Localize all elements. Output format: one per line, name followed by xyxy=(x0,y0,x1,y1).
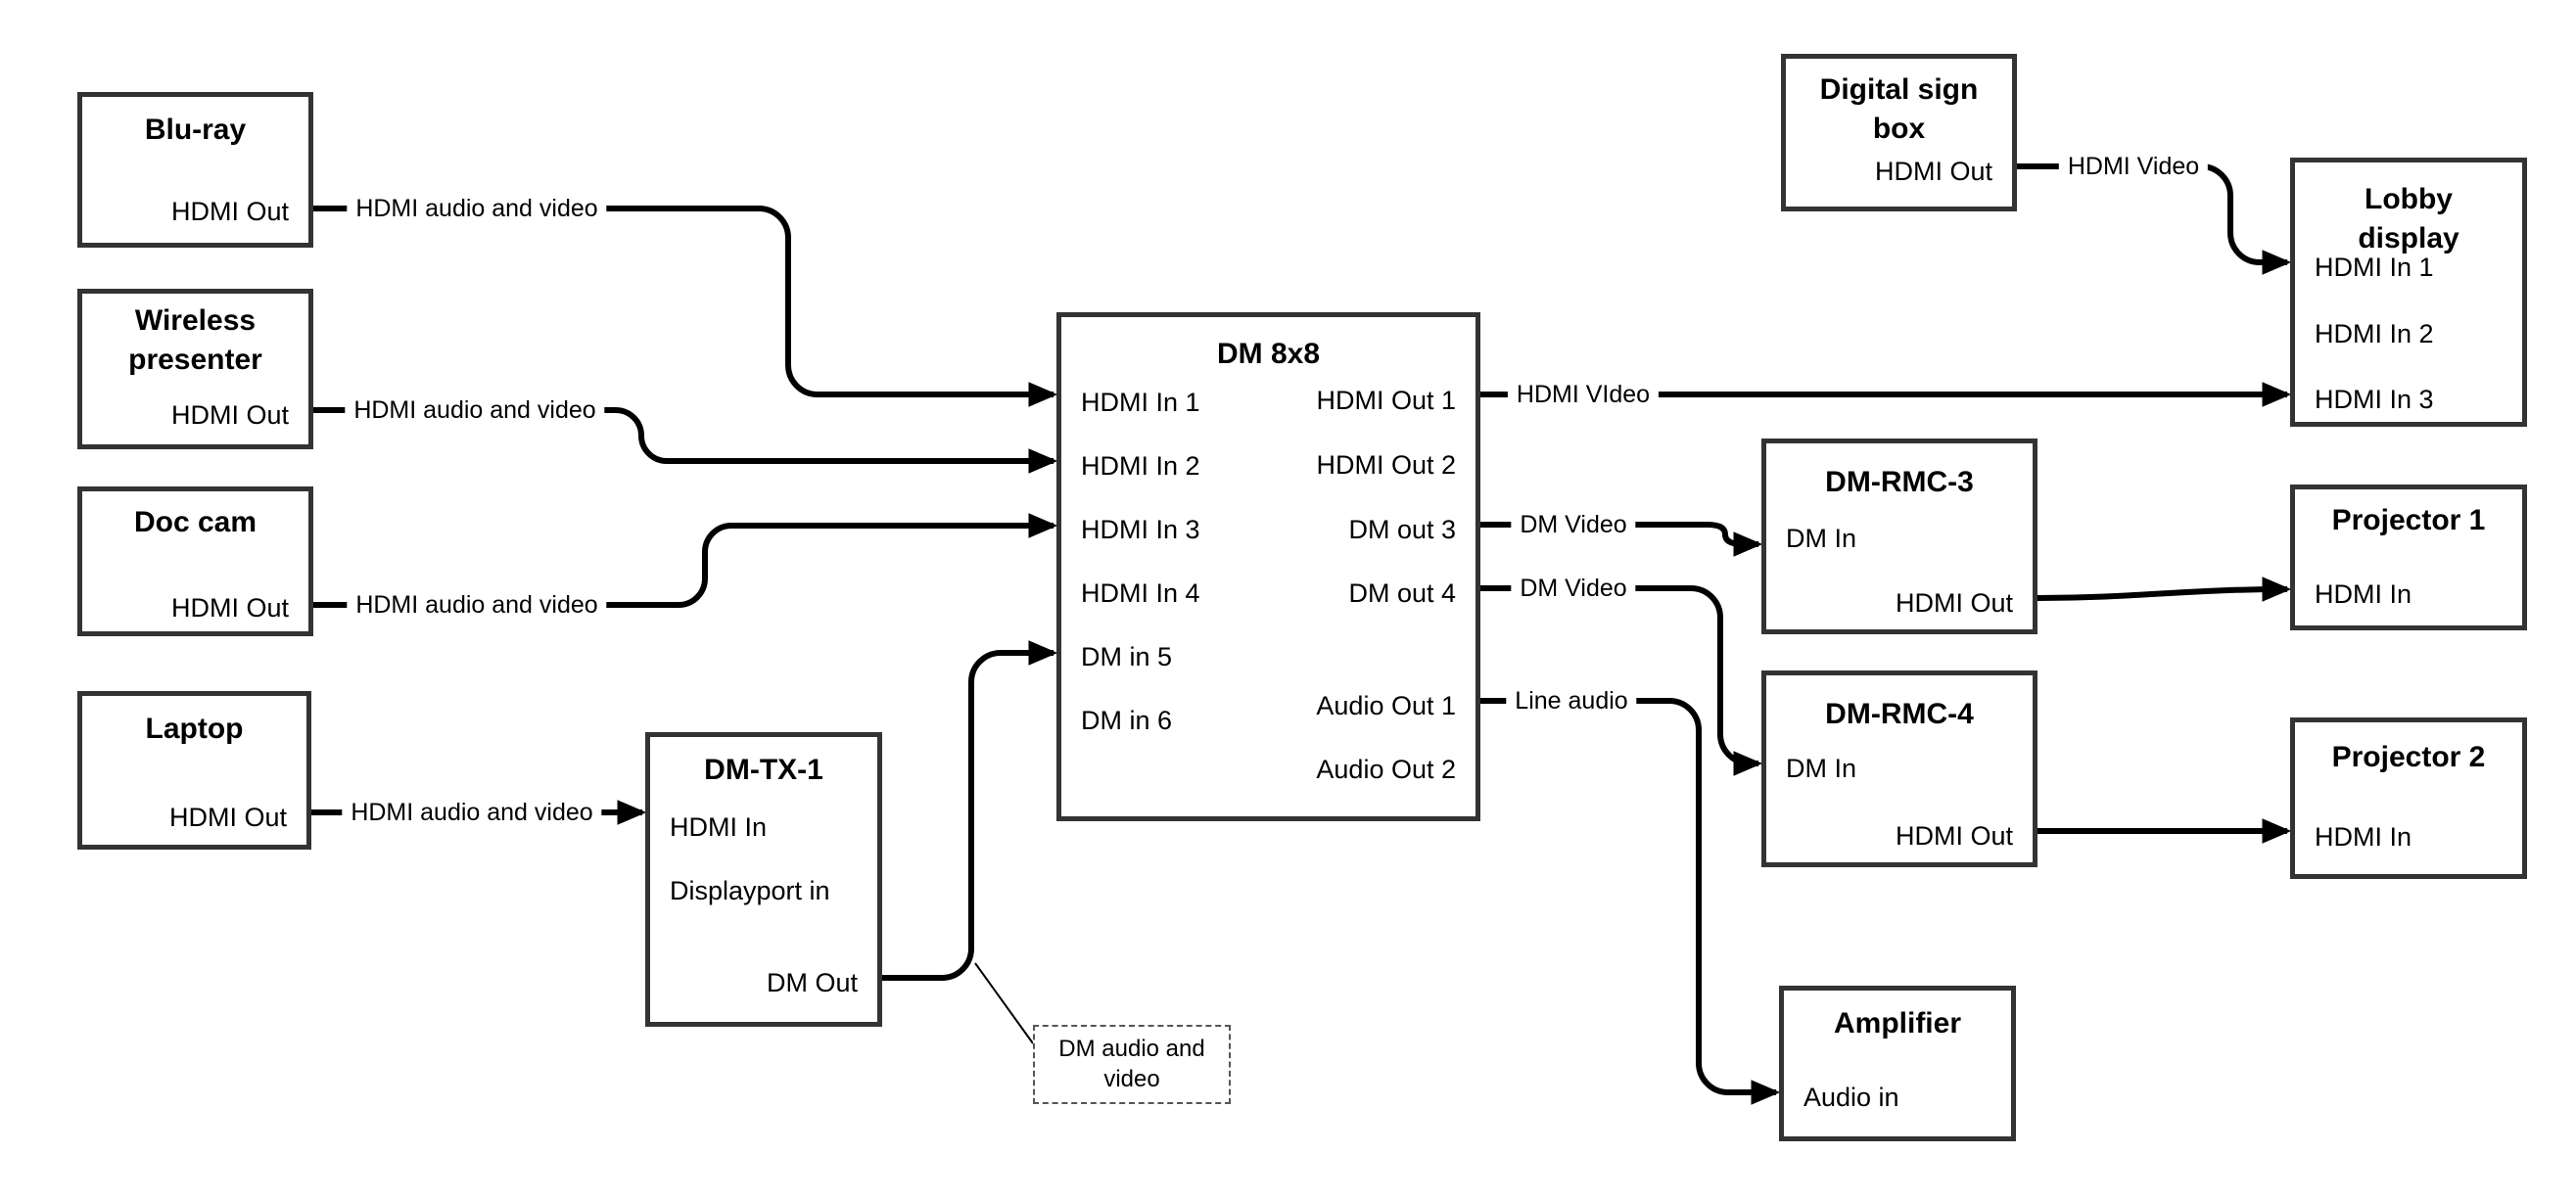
wire-label-hdmi-audio-video-doccam: HDMI audio and video xyxy=(347,589,607,621)
node-title: Digital sign box xyxy=(1819,73,1979,145)
port-audio-in: Audio in xyxy=(1803,1083,1899,1112)
node-laptop: Laptop HDMI Out xyxy=(77,691,311,850)
port-dm-in: DM In xyxy=(1786,754,1857,783)
port-hdmi-out: HDMI Out xyxy=(1895,588,2013,618)
wire-dm8x8-dmout4-to-rmc4-dmin xyxy=(1480,585,1763,776)
wire-dm8x8-audioout1-to-amplifier xyxy=(1480,698,1781,1105)
port-displayport-in: Displayport in xyxy=(670,876,830,905)
wire-wireless-to-dm8x8-in2 xyxy=(311,407,1058,474)
node-title: Doc cam xyxy=(133,506,258,538)
wire-label-hdmi-video-digitalsign: HDMI Video xyxy=(2058,151,2209,182)
wire-label-hdmi-audio-video-laptop: HDMI audio and video xyxy=(342,797,602,828)
note-callout-line xyxy=(974,962,1034,1044)
port-hdmi-in: HDMI In xyxy=(2315,579,2412,609)
node-title: DM-RMC-3 xyxy=(1825,466,1974,498)
wire-label-hdmi-audio-video-bluray: HDMI audio and video xyxy=(347,193,607,224)
node-title: Lobby display xyxy=(2358,183,2459,254)
wire-label-hdmi-video-out1: HDMI VIdeo xyxy=(1507,379,1660,410)
node-title: Projector 2 xyxy=(2331,741,2486,773)
port-hdmi-in: HDMI In xyxy=(2315,822,2412,852)
node-amplifier: Amplifier Audio in xyxy=(1779,986,2016,1141)
port-hdmi-in-2: HDMI In 2 xyxy=(1081,451,1200,481)
node-digital-sign-box: Digital sign box HDMI Out xyxy=(1781,54,2017,211)
port-hdmi-in: HDMI In xyxy=(670,812,768,842)
port-dm-out: DM Out xyxy=(766,968,858,997)
node-title: Amplifier xyxy=(1833,1007,1962,1039)
wire-label-dm-video-out3: DM Video xyxy=(1511,509,1636,540)
node-title: DM-RMC-4 xyxy=(1825,698,1974,730)
wire-rmc3-hdmiout-to-projector1 xyxy=(2037,577,2292,602)
port-dm-in: DM In xyxy=(1786,524,1857,553)
node-dm-rmc-4: DM-RMC-4 DM In HDMI Out xyxy=(1761,670,2037,867)
wire-bluray-to-dm8x8-in1 xyxy=(313,206,1058,407)
wire-label-hdmi-audio-video-wireless: HDMI audio and video xyxy=(345,394,605,426)
port-dm-out-4: DM out 4 xyxy=(1348,578,1456,608)
node-projector-2: Projector 2 HDMI In xyxy=(2290,717,2527,879)
node-title: Laptop xyxy=(145,713,244,745)
node-dm-tx-1: DM-TX-1 HDMI In Displayport in DM Out xyxy=(645,732,882,1027)
port-hdmi-out: HDMI Out xyxy=(1874,157,1992,186)
port-dm-out-3: DM out 3 xyxy=(1348,515,1456,544)
node-doc-cam: Doc cam HDMI Out xyxy=(77,486,313,636)
node-bluray: Blu-ray HDMI Out xyxy=(77,92,313,248)
port-hdmi-out: HDMI Out xyxy=(168,803,287,832)
port-hdmi-in-3: HDMI In 3 xyxy=(2315,385,2434,414)
port-audio-out-1: Audio Out 1 xyxy=(1316,691,1456,720)
node-wireless-presenter: Wireless presenter HDMI Out xyxy=(77,289,313,449)
port-hdmi-out: HDMI Out xyxy=(170,400,289,430)
wire-label-line-audio: Line audio xyxy=(1506,685,1637,716)
port-dm-in-6: DM in 6 xyxy=(1081,706,1173,735)
port-hdmi-out: HDMI Out xyxy=(170,197,289,226)
note-dm-audio-and-video: DM audio and video xyxy=(1033,1025,1231,1104)
port-hdmi-in-2: HDMI In 2 xyxy=(2315,319,2434,348)
wire-dmtx1-dmout-to-dm8x8-in5 xyxy=(882,640,1058,981)
wire-doccam-to-dm8x8-in3 xyxy=(311,513,1058,608)
wire-label-dm-video-out4: DM Video xyxy=(1511,573,1636,604)
port-hdmi-in-3: HDMI In 3 xyxy=(1081,515,1200,544)
port-hdmi-out: HDMI Out xyxy=(170,593,289,623)
node-title: Wireless presenter xyxy=(128,304,262,376)
node-lobby-display: Lobby display HDMI In 1 HDMI In 2 HDMI I… xyxy=(2290,158,2527,427)
node-title: Blu-ray xyxy=(144,114,247,146)
port-hdmi-out: HDMI Out xyxy=(1895,821,2013,851)
node-title: Projector 1 xyxy=(2331,504,2486,536)
port-hdmi-in-4: HDMI In 4 xyxy=(1081,578,1200,608)
node-title: DM 8x8 xyxy=(1216,338,1321,370)
port-hdmi-in-1: HDMI In 1 xyxy=(1081,388,1200,417)
node-title: DM-TX-1 xyxy=(704,754,823,786)
port-audio-out-2: Audio Out 2 xyxy=(1316,755,1456,784)
node-projector-1: Projector 1 HDMI In xyxy=(2290,485,2527,630)
wire-dm8x8-dmout3-to-rmc3-dmin xyxy=(1480,522,1763,557)
node-dm-8x8: DM 8x8 HDMI In 1 HDMI In 2 HDMI In 3 HDM… xyxy=(1056,312,1480,821)
port-hdmi-in-1: HDMI In 1 xyxy=(2315,253,2434,282)
port-hdmi-out-2: HDMI Out 2 xyxy=(1316,450,1456,480)
wire-digitalsign-to-lobby-in1 xyxy=(2017,163,2292,275)
port-dm-in-5: DM in 5 xyxy=(1081,642,1173,671)
port-hdmi-out-1: HDMI Out 1 xyxy=(1316,386,1456,415)
node-dm-rmc-3: DM-RMC-3 DM In HDMI Out xyxy=(1761,439,2037,634)
